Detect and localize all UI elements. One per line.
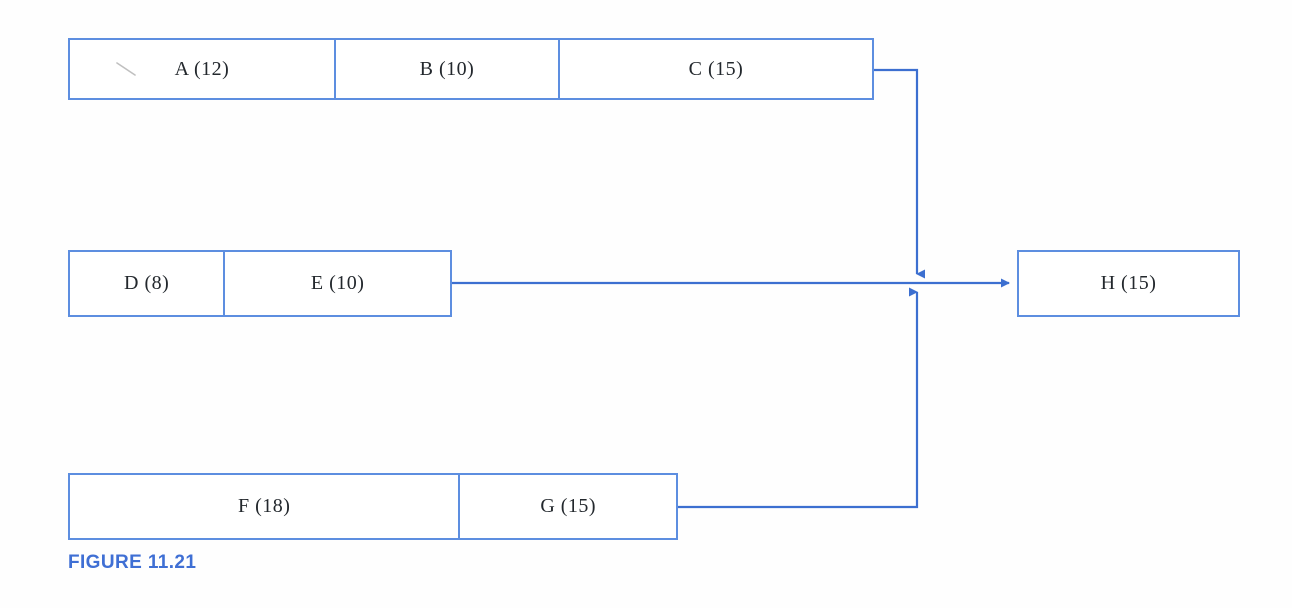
activity-label-h: H (15) <box>1100 272 1157 294</box>
activity-box-d[interactable]: D (8) <box>70 252 226 315</box>
activity-box-b[interactable]: B (10) <box>336 40 560 98</box>
activity-label-c: C (15) <box>688 57 744 80</box>
activity-box-g[interactable]: G (15) <box>460 475 676 538</box>
activity-label-g: G (15) <box>540 495 597 517</box>
activity-chain-middle: D (8) E (10) <box>68 250 452 317</box>
activity-label-d: D (8) <box>124 272 170 294</box>
activity-label-f: F (18) <box>237 495 291 517</box>
connector-c-to-h <box>874 68 925 279</box>
figure-caption: FIGURE 11.21 <box>68 552 197 573</box>
activity-box-f[interactable]: F (18) <box>70 475 461 538</box>
activity-label-a: A (12) <box>174 57 230 80</box>
connector-g-to-h <box>678 287 919 509</box>
activity-label-e: E (10) <box>310 272 365 294</box>
activity-box-c[interactable]: C (15) <box>560 40 872 98</box>
activity-box-h[interactable]: H (15) <box>1017 250 1240 317</box>
activity-chain-top: A (12) B (10) C (15) <box>68 38 874 100</box>
activity-label-b: B (10) <box>419 57 475 80</box>
activity-box-e[interactable]: E (10) <box>225 252 450 315</box>
activity-box-a[interactable]: A (12) <box>70 40 336 98</box>
activity-chain-bottom: F (18) G (15) <box>68 473 678 540</box>
